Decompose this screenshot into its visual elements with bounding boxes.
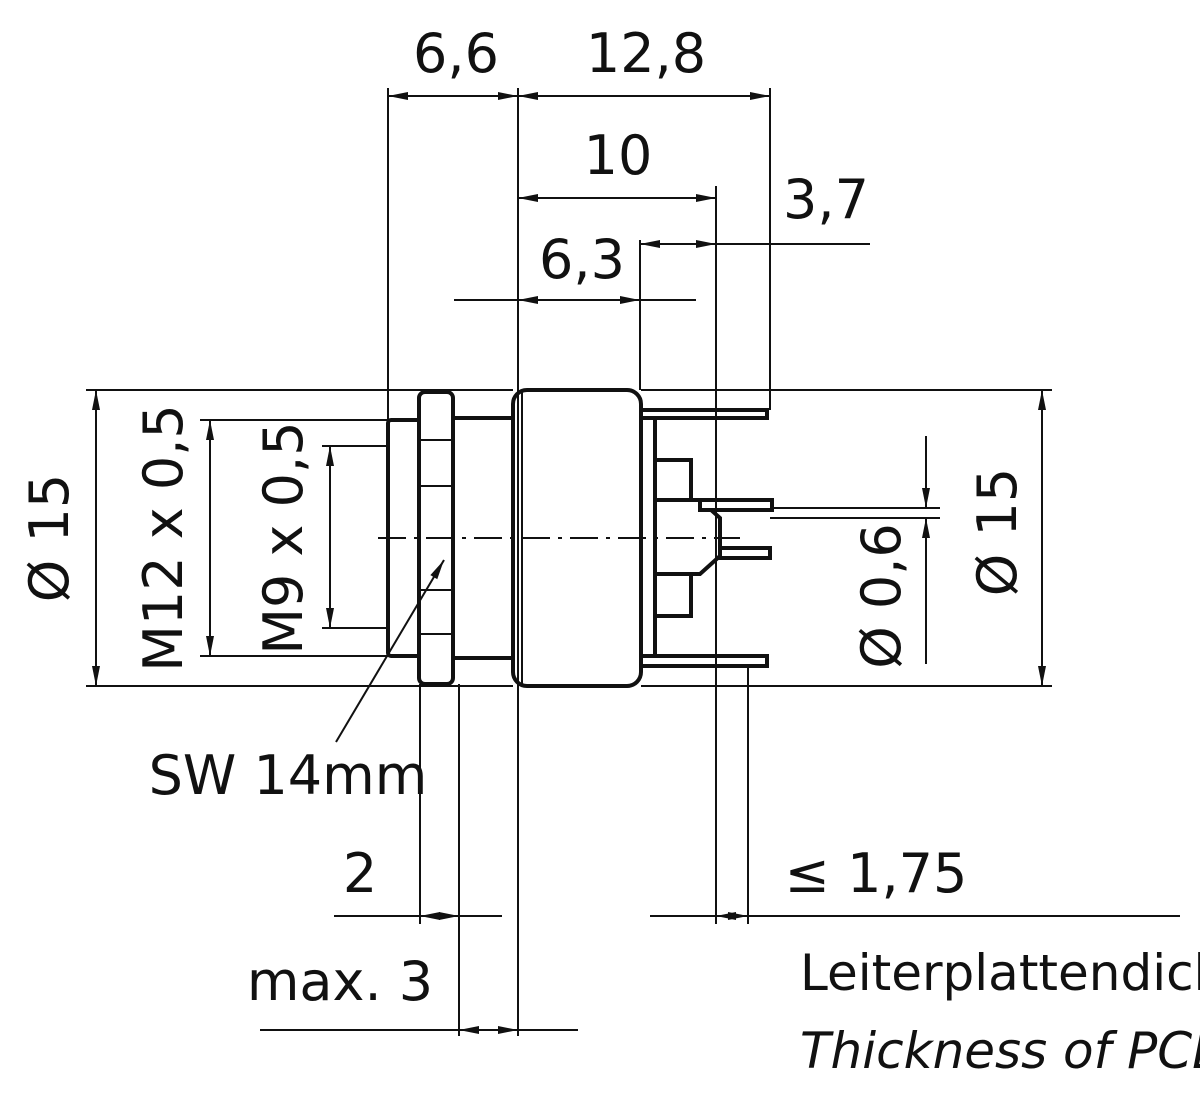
dim-12-8: 12,8: [586, 22, 706, 85]
dim-6-3: 6,3: [539, 228, 625, 291]
dimension-labels: 6,6 12,8 10 3,7 6,3 Ø 15 M12 x 0,5 M9 x …: [18, 22, 1200, 1080]
dim-thread-m9: M9 x 0,5: [252, 421, 315, 654]
dim-2: 2: [343, 842, 377, 905]
dimension-lines: [92, 92, 1180, 1034]
pcb-note-english: Thickness of PCB: [800, 1022, 1200, 1080]
dim-pin-diameter: Ø 0,6: [850, 523, 913, 669]
dim-6-6: 6,6: [413, 22, 499, 85]
pin-upper: [698, 498, 774, 512]
pcb-note-german: Leiterplattendicke: [800, 944, 1200, 1002]
dim-thread-m12: M12 x 0,5: [132, 404, 195, 671]
dim-diameter-15-left: Ø 15: [18, 474, 81, 602]
pin-middle: [718, 546, 772, 560]
dim-3-7: 3,7: [783, 168, 869, 231]
connector-body: [378, 388, 774, 688]
dim-pcb-thickness: ≤ 1,75: [785, 842, 968, 905]
dim-10: 10: [584, 124, 653, 187]
dim-diameter-15-right: Ø 15: [966, 468, 1029, 596]
dim-wrench-size: SW 14mm: [149, 744, 428, 807]
extension-lines: [86, 88, 1052, 1036]
pin-bottom: [639, 654, 769, 668]
pin-top: [639, 408, 769, 420]
dim-max-3: max. 3: [247, 950, 433, 1013]
